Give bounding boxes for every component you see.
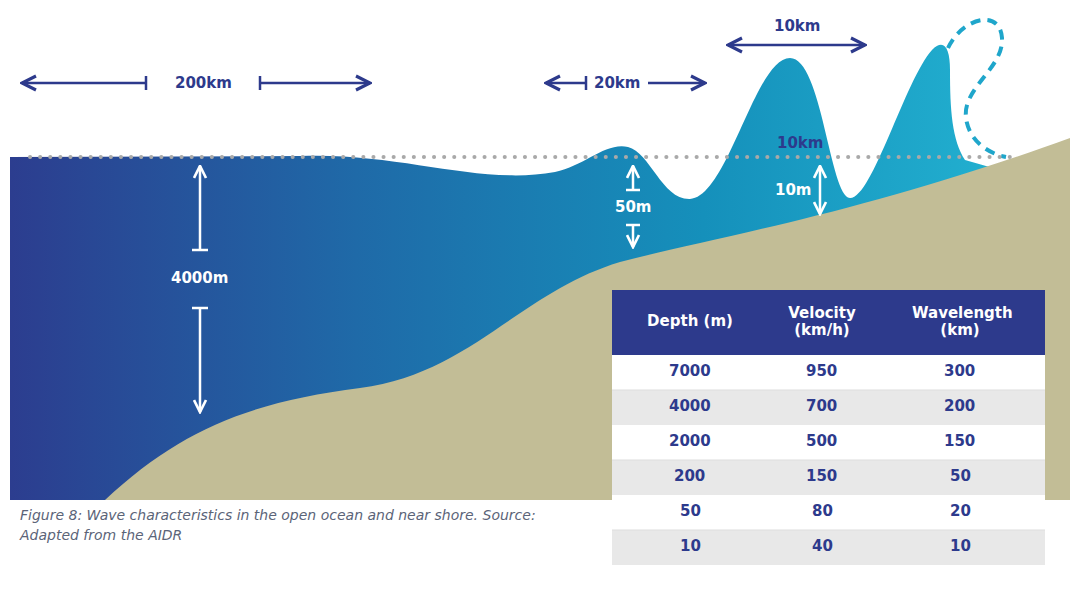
table-cell: 950 [806,363,837,380]
table-cell: 150 [806,468,837,485]
table-cell: 80 [812,503,833,520]
dimension-label: 10m [775,182,812,199]
table-cell: 150 [944,433,975,450]
table-header: Depth (m) [620,313,760,330]
figure-caption: Figure 8: Wave characteristics in the op… [20,505,580,546]
table-cell: 50 [950,468,971,485]
table-cell: 2000 [669,433,711,450]
table-header: Velocity (km/h) [774,305,870,340]
dimension-4000m [192,166,208,412]
dimension-label: 200km [175,75,232,92]
dimension-label: 10km [774,18,820,35]
table-cell: 10 [680,538,701,555]
dimension-10m [819,166,822,214]
seabed [105,138,1070,500]
table-cell: 200 [944,398,975,415]
table-cell: 10 [950,538,971,555]
table-cell: 200 [674,468,705,485]
table-cell: 7000 [669,363,711,380]
table-cell: 500 [806,433,837,450]
data-table [612,290,1045,565]
table-cell: 20 [950,503,971,520]
dimension-label: 4000m [171,270,228,287]
dimension-label: 20km [594,75,640,92]
table-cell: 4000 [669,398,711,415]
dimension-label: 50m [615,199,652,216]
dimension-label: 10km [777,135,823,152]
dimension-10km [728,44,865,47]
still-water-line [30,155,1010,159]
breaking-curl [948,20,1006,157]
table-cell: 40 [812,538,833,555]
table-cell: 300 [944,363,975,380]
table-cell: 700 [806,398,837,415]
table-cell: 50 [680,503,701,520]
table-header: Wavelength (km) [912,305,1008,340]
